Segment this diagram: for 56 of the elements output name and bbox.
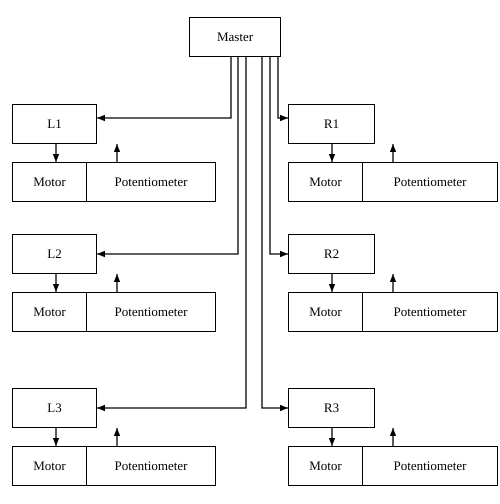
box-label: Motor: [309, 174, 342, 190]
box-label: Potentiometer: [394, 458, 466, 474]
arrow: [114, 274, 120, 292]
process-box: [12, 234, 97, 274]
process-box: [189, 17, 281, 57]
process-box: [288, 446, 363, 486]
process-box: [288, 104, 375, 144]
arrow: [390, 144, 396, 162]
arrow: [328, 274, 336, 292]
arrow: [328, 428, 336, 446]
process-box: [86, 162, 216, 202]
process-box: [288, 388, 375, 428]
process-box: [288, 292, 363, 332]
process-box: [12, 446, 87, 486]
process-box: [12, 292, 87, 332]
arrow: [97, 57, 232, 122]
arrow: [390, 428, 396, 446]
arrow: [328, 144, 336, 162]
process-box: [288, 234, 375, 274]
box-label: R2: [324, 246, 340, 262]
process-box: [362, 446, 498, 486]
arrow: [52, 428, 60, 446]
arrow: [269, 57, 288, 258]
box-label: Motor: [309, 458, 342, 474]
arrow: [114, 428, 120, 446]
box-label: Potentiometer: [394, 304, 466, 320]
box-label: L3: [47, 400, 62, 416]
box-label: Motor: [33, 458, 66, 474]
arrow: [114, 144, 120, 162]
box-label: Potentiometer: [394, 174, 466, 190]
arrow: [97, 57, 239, 258]
arrow: [277, 57, 288, 122]
box-label: Motor: [33, 174, 66, 190]
process-box: [12, 104, 97, 144]
process-box: [12, 162, 87, 202]
box-label: Potentiometer: [114, 458, 188, 474]
box-label: Motor: [309, 304, 342, 320]
process-box: [288, 162, 363, 202]
process-box: [12, 388, 97, 428]
box-label: R1: [324, 116, 340, 132]
process-box: [362, 162, 498, 202]
box-label: Motor: [33, 304, 66, 320]
arrow: [97, 57, 247, 412]
process-box: [362, 292, 498, 332]
arrow: [52, 144, 60, 162]
box-label: L1: [47, 116, 62, 132]
arrow: [261, 57, 288, 412]
box-label: L2: [47, 246, 62, 262]
box-label: Potentiometer: [114, 304, 188, 320]
box-label: Potentiometer: [114, 174, 188, 190]
process-box: [86, 292, 216, 332]
arrow: [52, 274, 60, 292]
process-box: [86, 446, 216, 486]
box-label: R3: [324, 400, 340, 416]
arrow: [390, 274, 396, 292]
box-label: Master: [216, 29, 254, 45]
